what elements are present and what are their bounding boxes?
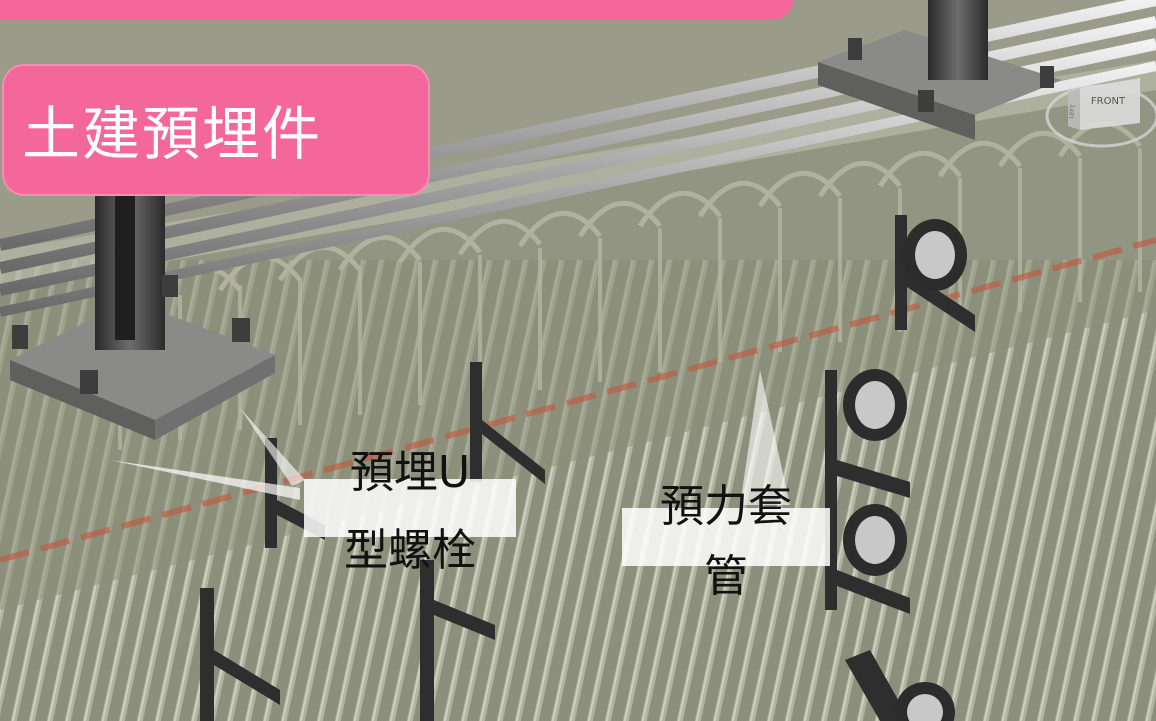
callout-prestress-line2: 管 (704, 551, 748, 602)
viewcube-left-label[interactable]: LEFT (1068, 104, 1077, 119)
page-title: 土建預埋件 (22, 100, 323, 168)
callout-plate-prestress-duct (622, 508, 830, 566)
callout-u-bolt-line2: 型螺栓 (344, 525, 476, 576)
callout-plate-u-bolt (304, 479, 516, 537)
title-banner (2, 64, 430, 196)
viewcube-widget[interactable]: FRONT LEFT (1040, 68, 1156, 158)
top-banner-strip (0, 0, 793, 20)
callout-prestress-line1: 預力套 (660, 481, 792, 532)
callout-u-bolt-line1: 預埋U (349, 447, 471, 498)
viewcube-front-label[interactable]: FRONT (1091, 96, 1126, 107)
